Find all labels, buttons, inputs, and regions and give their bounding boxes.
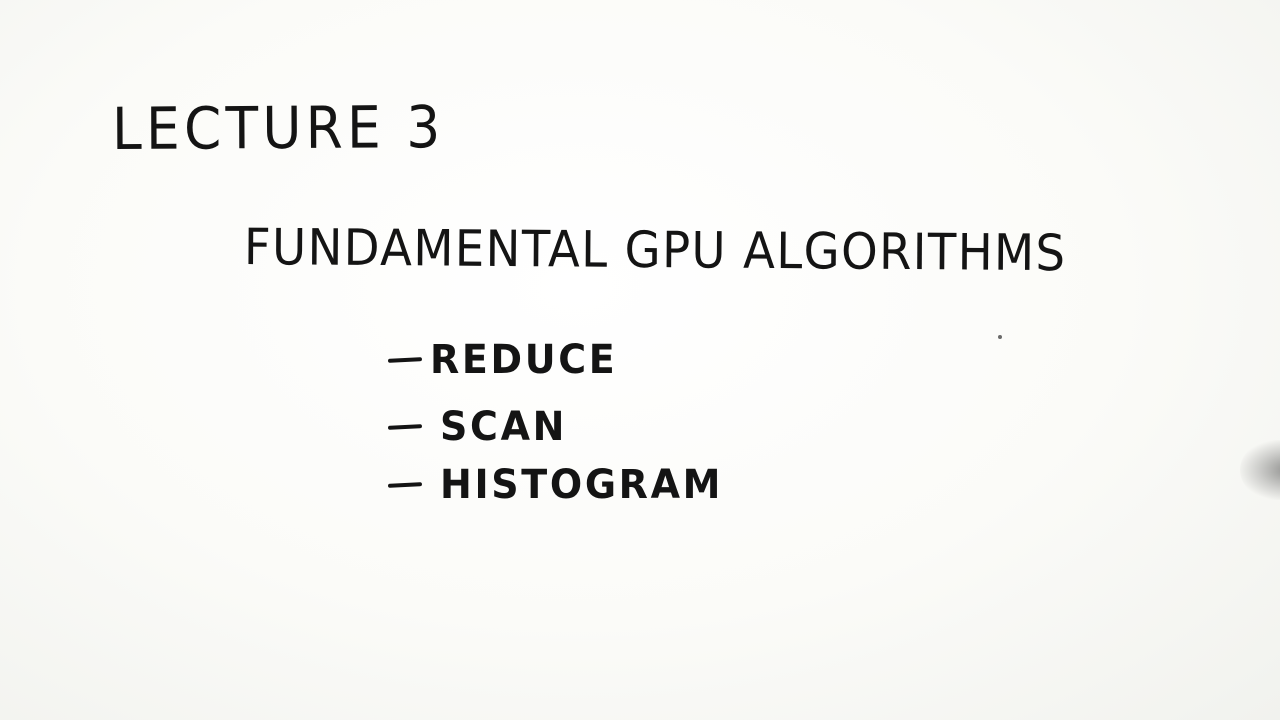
lecture-subtitle: FUNDAMENTAL GPU ALGORITHMS (243, 218, 1067, 283)
topic-list-item: SCAN (387, 397, 574, 457)
marker-dot (998, 335, 1002, 339)
lecture-title: LECTURE 3 (111, 93, 445, 163)
topic-list-item: REDUCE (387, 330, 627, 390)
topic-label: SCAN (440, 404, 568, 450)
dash-bullet (387, 357, 423, 363)
dash-bullet (387, 482, 423, 488)
topic-label: REDUCE (430, 337, 618, 383)
dash-bullet (387, 424, 423, 430)
topic-list-item: HISTOGRAM (387, 455, 738, 515)
marker-shadow (1240, 440, 1280, 500)
topic-label: HISTOGRAM (440, 462, 724, 508)
